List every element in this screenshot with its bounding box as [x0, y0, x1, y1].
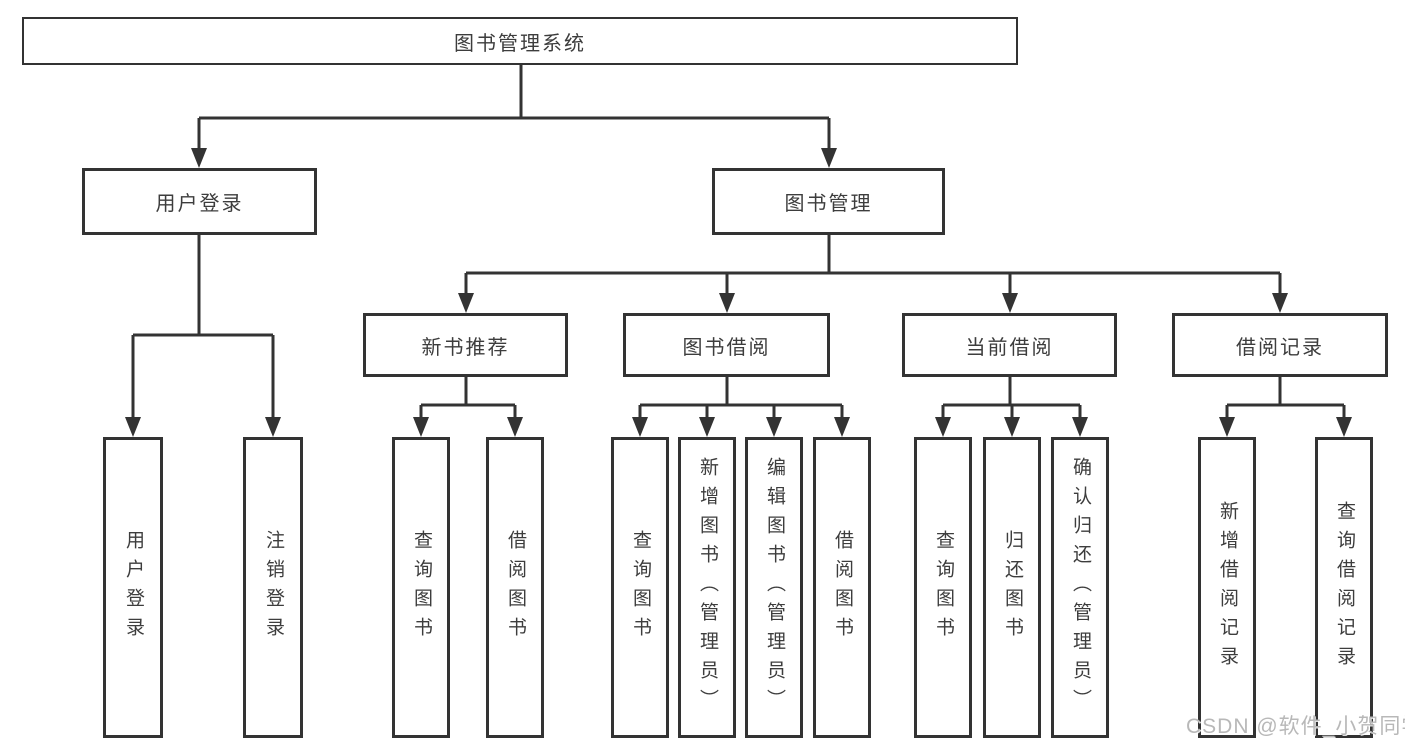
node-book-borrow: 图书借阅 — [623, 313, 830, 377]
watermark: CSDN @软件_小贺同学 — [1186, 715, 1405, 738]
node-label: 新书推荐 — [421, 336, 510, 359]
leaf-records-query-record: 查询借阅记录 — [1315, 437, 1373, 738]
leaf-current-return-book: 归还图书 — [983, 437, 1041, 738]
node-label: 图书管理系统 — [454, 32, 586, 55]
leaf-recommend-borrow-book: 借阅图书 — [486, 437, 544, 738]
node-label: 查询图书 — [629, 529, 651, 646]
node-user-login: 用户登录 — [82, 168, 317, 235]
leaf-current-confirm-return-admin: 确认归还（管理员） — [1051, 437, 1109, 738]
node-library-management-system: 图书管理系统 — [22, 17, 1018, 65]
node-label: 当前借阅 — [965, 336, 1054, 359]
leaf-borrow-query-book: 查询图书 — [611, 437, 669, 738]
node-label: 查询图书 — [932, 529, 954, 646]
leaf-current-query-book: 查询图书 — [914, 437, 972, 738]
node-label: 用户登录 — [122, 529, 144, 646]
node-label: 图书管理 — [784, 193, 873, 215]
leaf-borrow-add-book-admin: 新增图书（管理员） — [678, 437, 736, 738]
node-label: 注销登录 — [262, 529, 284, 646]
leaf-records-add-record: 新增借阅记录 — [1198, 437, 1256, 738]
leaf-borrow-borrow-book: 借阅图书 — [813, 437, 871, 738]
node-label: 借阅图书 — [504, 529, 526, 646]
node-label: 归还图书 — [1001, 529, 1023, 646]
node-label: 新增借阅记录 — [1216, 500, 1238, 675]
node-label: 编辑图书（管理员） — [763, 457, 785, 718]
node-label: 新增图书（管理员） — [696, 457, 718, 718]
node-new-book-recommend: 新书推荐 — [363, 313, 568, 377]
node-label: 借阅图书 — [831, 529, 853, 646]
node-label: 用户登录 — [155, 193, 244, 215]
node-label: 查询图书 — [410, 529, 432, 646]
node-label: 确认归还（管理员） — [1069, 457, 1091, 718]
node-label: 图书借阅 — [682, 336, 771, 359]
leaf-recommend-query-book: 查询图书 — [392, 437, 450, 738]
leaf-user-login: 用户登录 — [103, 437, 163, 738]
node-borrow-records: 借阅记录 — [1172, 313, 1388, 377]
node-label: 借阅记录 — [1236, 336, 1324, 359]
leaf-logout: 注销登录 — [243, 437, 303, 738]
node-label: 查询借阅记录 — [1333, 500, 1355, 675]
node-current-borrow: 当前借阅 — [902, 313, 1117, 377]
leaf-borrow-edit-book-admin: 编辑图书（管理员） — [745, 437, 803, 738]
node-book-management: 图书管理 — [712, 168, 945, 235]
